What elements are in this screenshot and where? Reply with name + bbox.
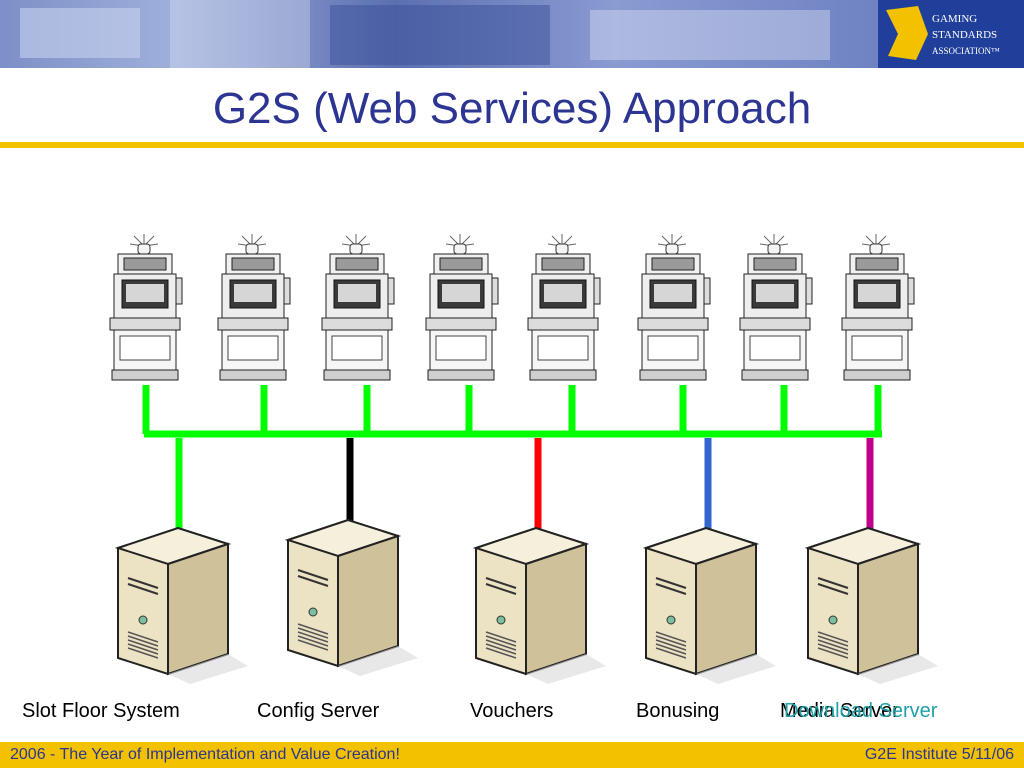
- server-slot-floor: [117, 527, 249, 685]
- slot-machine-5: [527, 233, 601, 381]
- title-divider: [0, 142, 1024, 148]
- network-bus: [142, 385, 882, 438]
- slide-title: G2S (Web Services) Approach: [212, 84, 812, 133]
- logo-line-2: STANDARDS: [932, 29, 997, 41]
- footer-event: G2E Institute 5/11/06: [864, 746, 1014, 763]
- slot-machine-7: [739, 233, 813, 381]
- label-bonusing: Bonusing: [636, 700, 720, 722]
- banner-collage-image: [20, 0, 830, 68]
- slot-machine-8: [841, 233, 915, 381]
- footer-tagline: 2006 - The Year of Implementation and Va…: [10, 746, 400, 763]
- server-config: [287, 519, 419, 677]
- label-slot-floor: Slot Floor System: [22, 700, 180, 722]
- slot-machine-3: [321, 233, 395, 381]
- slot-machine-2: [217, 233, 291, 381]
- logo-line-3: ASSOCIATION™: [932, 46, 1000, 56]
- header-banner-image: [0, 0, 878, 68]
- slot-machine-1: [109, 233, 183, 381]
- footer-bar: 2006 - The Year of Implementation and Va…: [0, 742, 1024, 768]
- gsa-logo-mark: GAMING STANDARDS ASSOCIATION™: [886, 6, 1000, 60]
- server-media: [807, 527, 939, 685]
- slot-machine-6: [637, 233, 711, 381]
- label-download-server: Download Server: [784, 700, 938, 722]
- label-config: Config Server: [257, 700, 380, 722]
- server-bonusing: [645, 527, 777, 685]
- label-media: Media Server: [780, 700, 899, 722]
- network-diagram: [109, 233, 939, 685]
- server-vouchers: [475, 527, 607, 685]
- label-vouchers: Vouchers: [470, 700, 554, 722]
- gsa-logo: GAMING STANDARDS ASSOCIATION™: [878, 0, 1024, 68]
- slot-machine-4: [425, 233, 499, 381]
- logo-line-1: GAMING: [932, 13, 977, 25]
